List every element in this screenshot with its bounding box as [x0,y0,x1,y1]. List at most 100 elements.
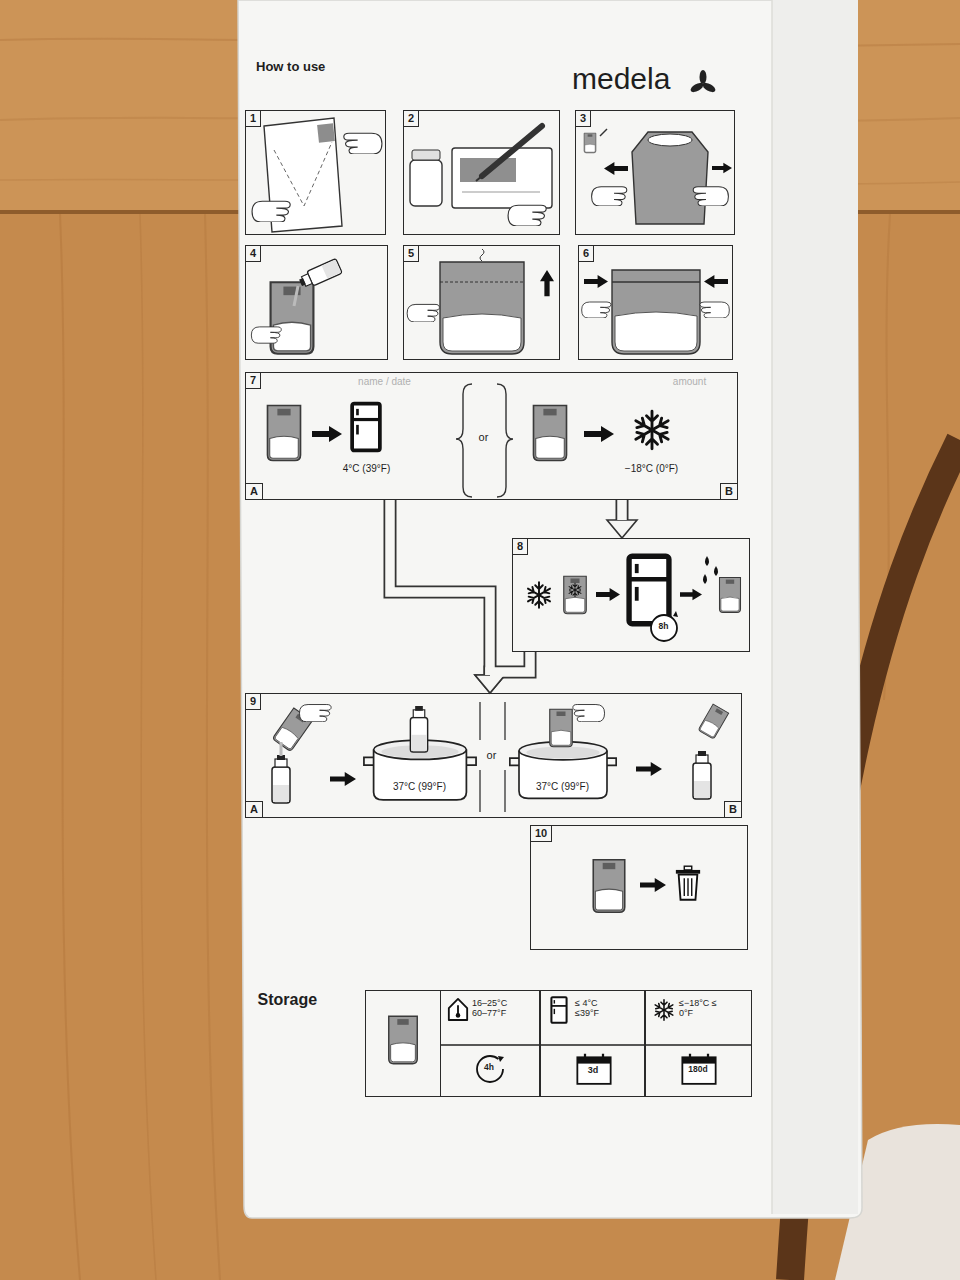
storage-icons [389,1016,418,1064]
storage-choice-panel: 7name / dateamount4°C (39°F)or−18°C (0°F… [245,372,738,500]
step-10-illustration [593,860,700,913]
step-1-illustration [252,201,290,222]
step-9-illustration [573,705,605,722]
step-6-illustration [612,281,700,283]
or-label: or [479,431,489,444]
wood-table [140,214,156,1280]
step-5-illustration [407,249,554,354]
step-number: 9 [246,694,261,710]
flow-arrow [607,500,637,538]
temperature-range: ≤ 4°C ≤39°F [575,998,615,1019]
step-6-illustration [612,270,700,354]
step-7-illustration [534,406,567,461]
step-10-illustration [593,860,625,913]
step-5-illustration [540,270,554,296]
step-3-illustration [600,129,607,136]
brand-icon [689,70,717,94]
step-8-illustration [629,556,669,623]
step-8-illustration [673,611,678,617]
storage-cell: 16–25°C 60–77°F4h [440,990,540,1097]
step-5-illustration [540,270,554,296]
step-5-illustration [440,282,524,283]
step-9-illustration [410,706,427,752]
step-4-illustration [297,258,342,290]
step-7-illustration [456,384,472,497]
step-8-illustration [526,556,740,641]
flow-arrow-outline [490,652,530,675]
step-3-illustration [632,132,708,224]
temperature-label: 4°C (39°F) [343,463,390,475]
step-4-illustration [251,327,281,343]
step-8-illustration [568,583,582,597]
step-6-illustration [582,302,611,318]
step-9-illustration [573,705,605,722]
step-8-illustration [703,574,707,584]
instruction-panel: 6 [578,245,733,360]
brand-icon [689,81,705,94]
step-3-illustration [604,162,628,175]
temperature-range: 16–25°C 60–77°F [472,998,522,1019]
step-7-illustration [497,384,513,497]
flow-arrow-fill [390,500,490,675]
step-7-illustration [312,426,342,442]
step-3-illustration [584,129,732,224]
step-5-illustration [440,262,524,354]
step-9-illustration [479,702,480,740]
step-1-illustration [252,118,382,232]
storage-bag [238,0,862,1218]
step-5-illustration [443,314,521,351]
arrow-head [607,520,637,538]
step-9-illustration [504,702,505,740]
step-4-illustration [251,327,281,343]
step-6-illustration [615,312,697,351]
temperature-label: 37°C (99°F) [393,781,446,793]
step-4-illustration [294,286,298,306]
step-number: 2 [404,111,419,127]
step-3-illustration [584,133,596,153]
step-number: 4 [246,246,261,262]
step-6-illustration [704,275,728,288]
flow-arrow-outline [616,500,629,520]
connector-outlines [390,500,637,693]
step-6-illustration [704,275,728,288]
storage-bag [772,0,858,1214]
storage-icons [440,1044,752,1045]
step-9-illustration [280,742,283,756]
storage-icons [682,1054,715,1084]
step-8-illustration [651,615,677,641]
step-4-illustration [251,258,342,353]
step-number: 3 [576,111,591,127]
step-number: 10 [531,826,552,842]
step-number: 8 [513,539,528,555]
step-4-illustration [271,282,314,353]
temperature-label: −18°C (0°F) [625,463,678,475]
field-label: name / date [358,376,411,388]
step-2-illustration [410,160,442,206]
storage-icons [577,1054,610,1084]
storage-table: Storage16–25°C 60–77°F4h≤ 4°C ≤39°F3d≤−1… [365,990,752,1097]
option-letter: B [724,801,741,817]
storage-icons [551,997,566,1023]
flow-arrow [475,652,530,693]
duration-label: 8h [659,622,669,632]
flow-arrow-fill [617,500,627,520]
step-3-illustration [604,162,628,175]
instruction-panel: 1 [245,110,386,235]
section-heading: Storage [258,991,318,1009]
step-1-illustration [317,123,335,143]
step-9-illustration [698,704,729,739]
step-9-illustration [550,709,573,747]
step-8-illustration [680,589,702,601]
step-1-illustration [344,133,382,154]
step-9-illustration [299,705,331,722]
step-8-illustration [596,588,620,601]
step-1-illustration [344,133,382,154]
arrow-head [475,675,505,693]
step-9-illustration [272,702,729,812]
step-9-illustration [272,755,290,803]
